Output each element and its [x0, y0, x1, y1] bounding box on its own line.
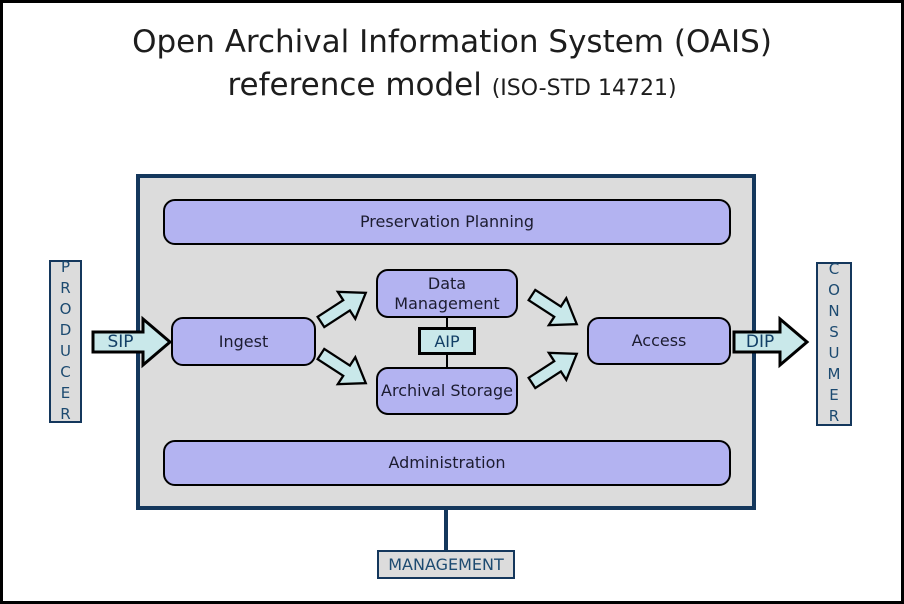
sip-label: SIP — [107, 332, 134, 352]
management-box: MANAGEMENT — [377, 550, 515, 579]
management-connector-line — [444, 508, 448, 552]
page-title: Open Archival Information System (OAIS) … — [3, 21, 901, 107]
sip-flow-arrow: SIP — [91, 315, 173, 369]
arrow-ingest-to-data-management — [308, 274, 380, 341]
right-arrow-icon — [732, 315, 810, 369]
dip-label: DIP — [745, 332, 775, 352]
title-line-2: reference model (ISO-STD 14721) — [3, 64, 901, 107]
title-line-2-main: reference model — [227, 66, 482, 103]
dip-flow-arrow: DIP — [732, 315, 810, 369]
entity-archival-storage: Archival Storage — [376, 367, 518, 415]
right-arrow-icon — [316, 347, 368, 386]
entity-data-management: Data Management — [376, 269, 518, 318]
arrow-ingest-to-archival-storage — [308, 336, 380, 403]
aip-package-box: AIP — [418, 327, 476, 355]
arrow-data-management-to-access — [519, 277, 591, 344]
right-arrow-icon — [316, 290, 368, 329]
arrow-archival-storage-to-access — [519, 335, 591, 402]
entity-preservation-planning: Preservation Planning — [163, 199, 731, 245]
right-arrow-icon — [91, 315, 173, 369]
entity-ingest: Ingest — [171, 317, 316, 366]
right-arrow-icon — [527, 351, 579, 390]
consumer-box: CONSUMER — [816, 260, 852, 428]
title-standard-ref: (ISO-STD 14721) — [491, 75, 677, 101]
entity-access: Access — [587, 317, 731, 365]
title-line-1: Open Archival Information System (OAIS) — [132, 24, 772, 60]
entity-administration: Administration — [163, 440, 731, 486]
right-arrow-icon — [527, 288, 579, 327]
producer-box: PRODUCER — [49, 258, 82, 426]
